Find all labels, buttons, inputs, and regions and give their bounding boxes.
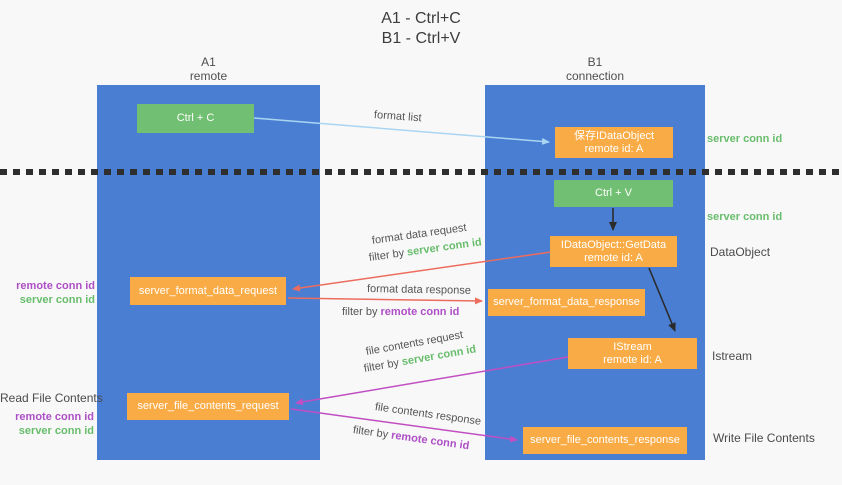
label-filter-file-contents-response: filter by remote conn id <box>352 424 470 452</box>
filter-prefix: filter by <box>362 356 403 375</box>
node-ctrl-c: Ctrl + C <box>137 104 254 133</box>
filter-prefix: filter by <box>342 306 381 318</box>
node-save-dataobject-line2: remote id: A <box>584 142 644 155</box>
diagram-title: A1 - Ctrl+C B1 - Ctrl+V <box>0 9 842 49</box>
label-filter-format-data-response: filter by remote conn id <box>342 306 459 318</box>
node-server-file-contents-response: server_file_contents_response <box>523 427 687 454</box>
column-header-b1: B1 connection <box>485 55 705 83</box>
node-server-file-contents-response-label: server_file_contents_response <box>530 434 680 446</box>
column-b1-id: B1 <box>587 55 603 69</box>
left-label-server-conn-id-top: server conn id <box>19 294 95 306</box>
node-server-format-data-request-label: server_format_data_request <box>138 284 278 297</box>
node-server-format-data-request: server_format_data_request <box>130 277 286 305</box>
right-label-server-conn-id-mid: server conn id <box>707 211 783 223</box>
column-a1-id: A1 <box>201 55 216 69</box>
node-istream-line1: IStream <box>613 340 652 353</box>
left-label-group-format: remote conn id server conn id <box>0 279 95 307</box>
node-getdata: IDataObject::GetData remote id: A <box>550 236 677 267</box>
label-format-data-response-text: format data response <box>366 283 472 297</box>
node-ctrl-c-label: Ctrl + C <box>176 112 215 124</box>
node-getdata-line2: remote id: A <box>584 251 643 264</box>
right-label-dataobject: DataObject <box>710 245 771 259</box>
node-istream-line2: remote id: A <box>603 353 662 366</box>
node-server-file-contents-request-label: server_file_contents_request <box>137 400 279 412</box>
left-label-server-conn-id-bottom: server conn id <box>18 425 94 437</box>
node-istream: IStream remote id: A <box>568 338 697 369</box>
node-save-dataobject: 保存IDataObject remote id: A <box>555 127 673 158</box>
node-server-format-data-response: server_format_data_response <box>488 289 645 316</box>
right-label-server-conn-id-top: server conn id <box>707 133 783 145</box>
left-label-read-file-contents: Read File Contents <box>0 391 103 405</box>
column-b1-subtitle: connection <box>565 69 625 83</box>
filter-key-remote-conn-id: remote conn id <box>380 306 460 318</box>
title-line-1: A1 - Ctrl+C <box>381 10 461 27</box>
node-ctrl-v: Ctrl + V <box>554 180 673 207</box>
filter-key-remote-conn-id: remote conn id <box>390 429 471 453</box>
left-label-remote-conn-id-top: remote conn id <box>16 280 95 292</box>
node-server-format-data-response-label: server_format_data_response <box>493 296 640 308</box>
filter-prefix: filter by <box>368 246 408 264</box>
node-ctrl-v-label: Ctrl + V <box>595 187 632 199</box>
left-label-group-file: remote conn id server conn id <box>0 410 94 438</box>
column-a1-subtitle: remote <box>189 69 228 83</box>
label-format-data-response: format data response <box>367 283 471 297</box>
dashed-divider <box>0 169 842 175</box>
filter-prefix: filter by <box>352 424 392 442</box>
label-file-contents-response-text: file contents response <box>374 401 482 428</box>
right-label-istream: Istream <box>712 349 753 363</box>
node-server-file-contents-request: server_file_contents_request <box>127 393 289 420</box>
left-label-remote-conn-id-bottom: remote conn id <box>15 411 94 423</box>
node-getdata-line1: IDataObject::GetData <box>560 238 667 251</box>
title-line-2: B1 - Ctrl+V <box>381 30 461 47</box>
label-format-list: format list <box>374 109 422 124</box>
label-format-list-text: format list <box>373 109 422 125</box>
right-label-write-file-contents: Write File Contents <box>713 431 815 445</box>
column-header-a1: A1 remote <box>97 55 320 83</box>
node-save-dataobject-line1: 保存IDataObject <box>573 129 655 142</box>
label-file-contents-response: file contents response <box>374 401 482 428</box>
